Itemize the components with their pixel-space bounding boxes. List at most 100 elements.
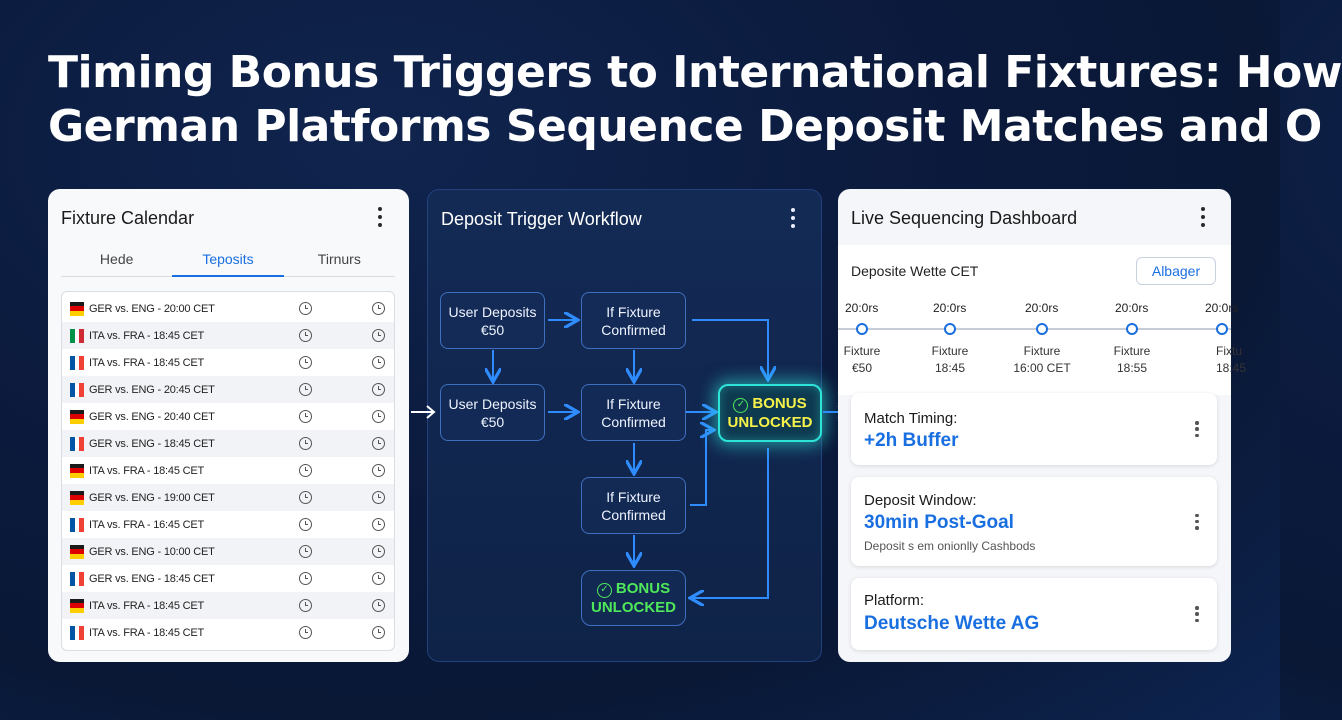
clock-icon[interactable] [372,410,385,423]
clock-icon[interactable] [372,464,385,477]
clock-icon[interactable] [372,329,385,342]
fixture-text: GER vs. ENG - 18:45 CET [89,437,215,450]
fixture-text: GER vs. ENG - 18:45 CET [89,572,215,585]
tab-hede[interactable]: Hede [99,251,134,267]
panel-title: Fixture Calendar [61,208,195,228]
clock-icon[interactable] [299,437,312,450]
node-amount: €50 [480,321,505,338]
timeline-time: 20:0rs [845,301,879,315]
clock-icon[interactable] [372,626,385,639]
timeline-dot[interactable] [856,323,868,335]
timeline-dot[interactable] [1216,323,1228,335]
flag-de-icon [70,598,84,613]
timeline-dot[interactable] [1126,323,1138,335]
timeline-time: 20:0rs [933,301,967,315]
clock-icon[interactable] [299,545,312,558]
more-options-icon[interactable] [790,208,796,228]
clock-icon[interactable] [299,518,312,531]
fixture-row[interactable]: ITA vs. FRA - 18:45 CET [62,592,394,619]
bonus-unlocked-secondary[interactable]: ✓BONUS UNLOCKED [581,570,686,626]
fixture-row[interactable]: GER vs. ENG - 20:00 CET [62,295,394,322]
albager-button[interactable]: Albager [1136,257,1216,285]
headline-line-1: Timing Bonus Triggers to International F… [48,47,1342,98]
bonus-label: BONUS [615,580,671,597]
node-label: Confirmed [601,413,666,430]
node-label: If Fixture [606,395,661,412]
timeline-time: 20:0rs [1205,301,1239,315]
clock-icon[interactable] [372,491,385,504]
timeline-label-line: 18:45 [1216,361,1247,375]
clock-icon[interactable] [372,518,385,531]
more-options-icon[interactable] [1194,606,1200,622]
tab-bar: Hede Teposits Tirnurs [61,245,395,277]
node-label: If Fixture [606,303,661,320]
fixture-row[interactable]: GER vs. ENG - 10:00 CET [62,538,394,565]
info-card[interactable]: Match Timing:+2h Buffer [851,393,1217,465]
fixture-row[interactable]: GER vs. ENG - 20:45 CET [62,376,394,403]
card-label: Platform: [864,592,925,609]
timeline-label-line: 18:55 [1116,361,1148,375]
flag-fr-icon [70,517,85,532]
deposit-workflow-panel: Deposit Trigger Workflow User Deposits€5… [427,189,822,662]
clock-icon[interactable] [299,464,312,477]
tab-tirnurs[interactable]: Tirnurs [317,251,361,267]
fixture-row[interactable]: ITA vs. FRA - 18:45 CET [62,619,394,646]
timeline-label-line: €50 [851,361,873,375]
clock-icon[interactable] [299,626,312,639]
fixture-row[interactable]: GER vs. ENG - 19:00 CET [62,484,394,511]
flow-connectors [428,190,823,663]
timeline-label-line: Fixture [1023,344,1061,358]
flag-fr-icon [70,382,85,397]
timeline-dot[interactable] [944,323,956,335]
fixture-text: ITA vs. FRA - 18:45 CET [89,464,205,477]
clock-icon[interactable] [299,329,312,342]
flag-fr-icon [70,436,85,451]
clock-icon[interactable] [299,572,312,585]
node-user-deposit-2[interactable]: User Deposits€50 [440,384,545,441]
node-label: User Deposits [448,303,537,320]
fixture-row[interactable]: ITA vs. FRA - 18:45 CET [62,349,394,376]
clock-icon[interactable] [299,356,312,369]
clock-icon[interactable] [372,437,385,450]
fixture-row[interactable]: GER vs. ENG - 20:40 CET [62,403,394,430]
clock-icon[interactable] [372,599,385,612]
tab-teposits[interactable]: Teposits [172,245,284,277]
fixture-row[interactable]: GER vs. ENG - 18:45 CET [62,430,394,457]
fixture-row[interactable]: ITA vs. FRA - 18:45 CET [62,457,394,484]
clock-icon[interactable] [372,572,385,585]
fixture-row[interactable]: GER vs. ENG - 18:45 CET [62,565,394,592]
flag-it-icon [70,328,85,343]
timeline-dot[interactable] [1036,323,1048,335]
clock-icon[interactable] [299,383,312,396]
clock-icon[interactable] [299,599,312,612]
clock-icon[interactable] [372,302,385,315]
card-value: +2h Buffer [864,430,959,451]
more-options-icon[interactable] [1194,421,1200,437]
clock-icon[interactable] [372,356,385,369]
bonus-unlocked-main[interactable]: ✓BONUS UNLOCKED [718,384,822,442]
timeline-label-line: Fixture [931,344,969,358]
info-card[interactable]: Platform: Deutsche Wette AG [851,578,1217,650]
more-options-icon[interactable] [1194,513,1200,530]
clock-icon[interactable] [299,491,312,504]
more-options-icon[interactable] [1200,207,1206,227]
node-user-deposit-1[interactable]: User Deposits€50 [440,292,545,349]
clock-icon[interactable] [372,545,385,558]
clock-icon[interactable] [299,410,312,423]
more-options-icon[interactable] [377,207,383,227]
fixture-text: GER vs. ENG - 10:00 CET [89,545,215,558]
card-value: Deutsche Wette AG [864,613,1040,634]
timeline-label: Fixture€50 [832,343,892,377]
fixture-calendar-panel: Fixture Calendar Hede Teposits Tirnurs G… [48,189,409,662]
clock-icon[interactable] [299,302,312,315]
fixture-row[interactable]: ITA vs. FRA - 18:45 CET [62,322,394,349]
clock-icon[interactable] [372,383,385,396]
fixture-row[interactable]: ITA vs. FRA - 16:45 CET [62,511,394,538]
